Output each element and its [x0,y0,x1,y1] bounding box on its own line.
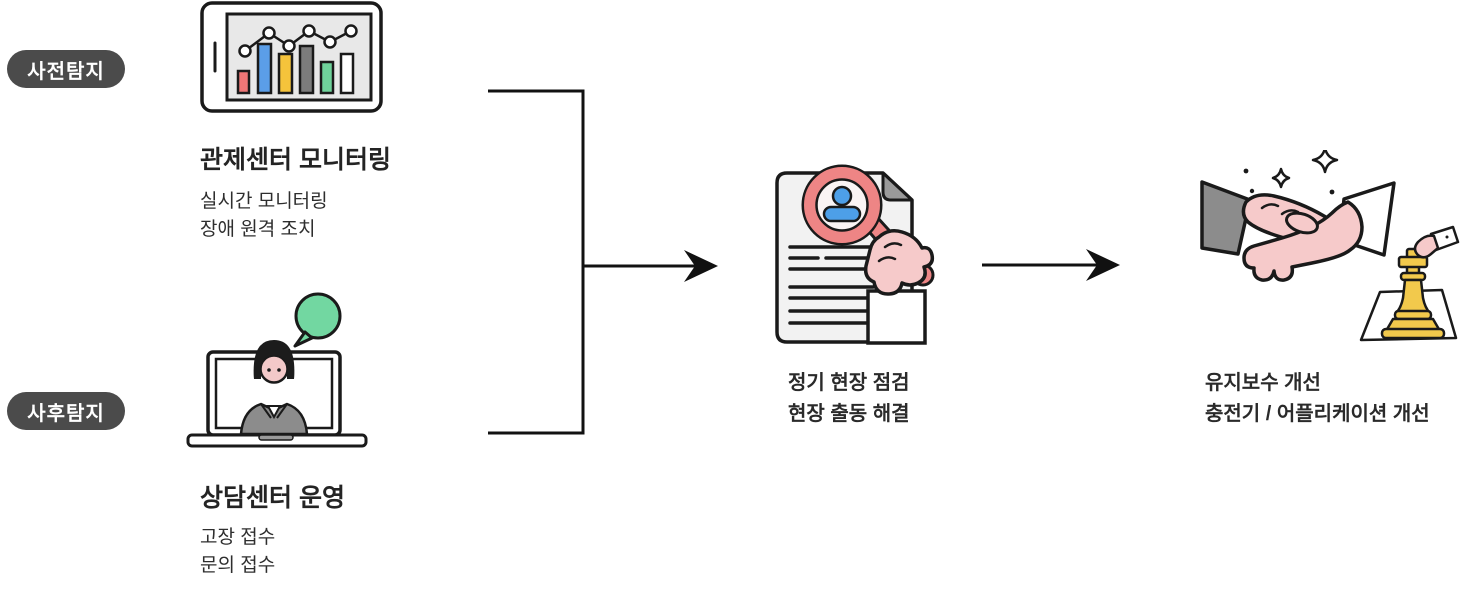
handshake-hands [1241,193,1364,282]
callcenter-description: 고장 접수 문의 접수 [200,524,275,580]
badge-post-detection: 사후탐지 [7,392,125,430]
callcenter-line2: 문의 접수 [200,555,276,576]
monitoring-line2: 장애 원격 조치 [200,219,316,240]
left-sleeve [1200,180,1252,256]
improvement-line2: 충전기 / 어플리케이션 개선 [1205,403,1430,425]
holding-hand-icon [863,229,935,345]
monitoring-line1: 실시간 모니터링 [200,191,328,212]
arrow-right-icon [1086,249,1120,281]
improvement-line1: 유지보수 개선 [1205,372,1321,394]
placing-hand-icon [1413,225,1460,259]
improvement-description: 유지보수 개선 충전기 / 어플리케이션 개선 [1205,368,1430,430]
chess-king-icon [1380,247,1446,340]
speech-bubble-icon [293,292,342,348]
inspection-description: 정기 현장 점검 현장 출동 해결 [788,368,910,430]
monitoring-description: 실시간 모니터링 장애 원격 조치 [200,188,328,244]
inspection-line1: 정기 현장 점검 [788,372,910,394]
callcenter-line1: 고장 접수 [200,527,276,548]
agent-person-icon [239,340,309,436]
badge-pre-detection: 사전탐지 [7,50,125,88]
monitoring-title: 관제센터 모니터링 [200,146,391,174]
callcenter-title: 상담센터 운영 [200,484,345,512]
document-text-lines [788,245,880,325]
sparkle-dots [1243,168,1335,195]
badge-pre-detection-label: 사전탐지 [27,60,105,83]
person-icon [822,185,862,223]
document-magnifier-icon [775,164,935,345]
tablet-bar-chart-icon [200,1,383,113]
handshake-chess-icon [1200,150,1460,342]
arrow-right-icon [684,250,718,282]
sparkle-icon [1271,150,1339,189]
laptop-agent-icon [186,292,368,448]
badge-post-detection-label: 사후탐지 [27,402,105,425]
inspection-line2: 현장 출동 해결 [788,403,910,425]
